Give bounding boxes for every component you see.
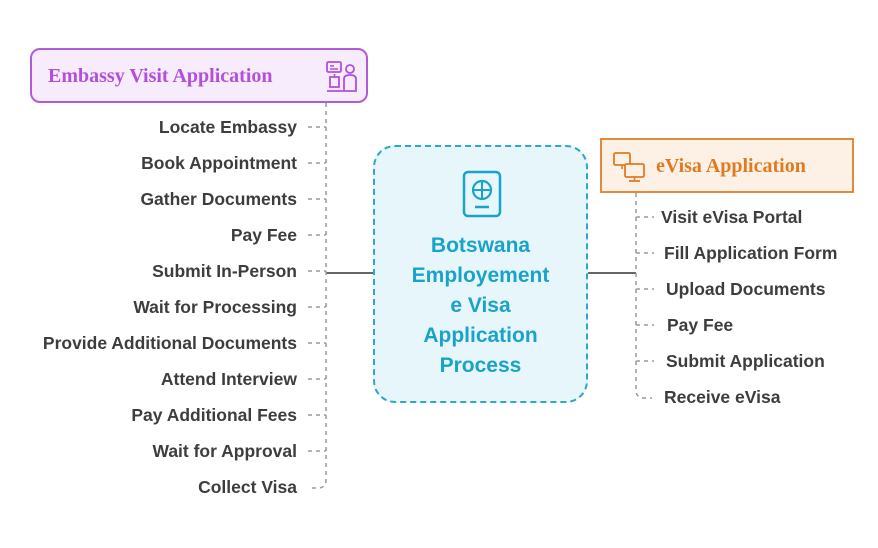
- evisa-step-item: Upload Documents: [666, 279, 826, 299]
- embassy-step-item: Attend Interview: [160, 369, 297, 389]
- center-title-line: Process: [439, 354, 522, 377]
- center-title: Botswana Employement e Visa Application …: [375, 231, 586, 381]
- embassy-step-item: Collect Visa: [198, 477, 297, 497]
- evisa-step-item: Submit Application: [666, 351, 825, 371]
- embassy-step-item: Gather Documents: [140, 189, 297, 209]
- embassy-step-item: Wait for Approval: [152, 441, 297, 461]
- embassy-spine: [310, 103, 327, 489]
- computer-monitors-icon: [613, 152, 645, 182]
- passport-icon: [462, 170, 502, 218]
- embassy-branch-title: Embassy Visit Application: [30, 48, 368, 103]
- embassy-step-item: Provide Additional Documents: [42, 333, 297, 353]
- center-title-line: Application: [423, 324, 538, 347]
- evisa-step-item: Pay Fee: [667, 315, 734, 335]
- embassy-step-item: Pay Fee: [230, 225, 297, 245]
- center-title-line: e Visa: [450, 294, 511, 317]
- evisa-step-item: Fill Application Form: [664, 243, 838, 263]
- embassy-item-ticks: [308, 126, 326, 452]
- embassy-step-item: Submit In-Person: [152, 261, 297, 281]
- embassy-step-item: Locate Embassy: [158, 117, 297, 137]
- evisa-branch-title: eVisa Application: [600, 138, 854, 193]
- person-with-id-card-icon: [326, 61, 357, 92]
- center-node: Botswana Employement e Visa Application …: [373, 145, 588, 403]
- evisa-step-item: Receive eVisa: [664, 387, 781, 407]
- evisa-step-item: Visit eVisa Portal: [661, 207, 803, 227]
- evisa-spine: [635, 193, 652, 399]
- embassy-step-item: Pay Additional Fees: [131, 405, 297, 425]
- embassy-step-item: Wait for Processing: [133, 297, 297, 317]
- evisa-item-ticks: [636, 216, 654, 362]
- center-title-line: Botswana: [430, 234, 531, 257]
- embassy-step-item: Book Appointment: [141, 153, 297, 173]
- center-title-line: Employement: [411, 264, 550, 287]
- evisa-title-label: eVisa Application: [656, 155, 806, 177]
- embassy-title-label: Embassy Visit Application: [48, 65, 273, 87]
